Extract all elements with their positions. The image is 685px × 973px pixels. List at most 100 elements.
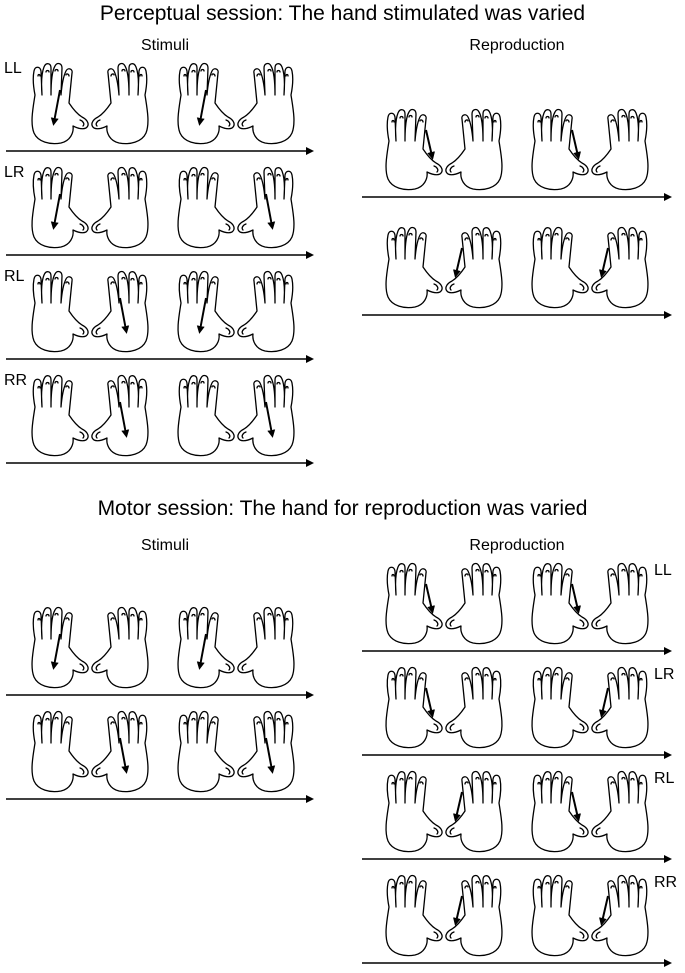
right-hand-icon [92, 608, 148, 688]
perceptual-row-label-rl: RL [4, 268, 25, 285]
stimulation-arrow-icon [119, 297, 130, 334]
right-hand-icon [446, 668, 502, 748]
perceptual-stimuli-row [6, 62, 314, 155]
left-hand-icon [177, 270, 235, 353]
right-hand-icon [92, 272, 148, 352]
motor-stimuli-hand-pair [177, 606, 294, 689]
left-hand-icon [385, 226, 443, 309]
right-hand-icon [592, 876, 648, 956]
left-hand-icon [177, 62, 235, 145]
left-hand-icon [531, 562, 589, 645]
motor-reproduction-hand-pair [385, 770, 502, 853]
motor-reproduction-hand-pair [531, 770, 648, 853]
right-hand-icon [238, 712, 294, 792]
perceptual-reproduction-header: Reproduction [469, 37, 565, 54]
stimulation-arrow-icon [599, 895, 609, 926]
right-hand-icon [238, 64, 294, 144]
left-hand-icon [31, 62, 89, 145]
right-hand-icon [92, 168, 148, 248]
left-hand-icon [531, 108, 589, 191]
motor-row-label-lr: LR [654, 666, 675, 683]
right-hand-icon [238, 608, 294, 688]
perceptual-stimuli-row [6, 270, 314, 363]
right-hand-icon [238, 272, 294, 352]
motor-stimuli-row [6, 710, 314, 803]
left-hand-icon [385, 108, 443, 191]
left-hand-icon [385, 874, 443, 957]
motor-reproduction-hand-pair [385, 562, 502, 645]
right-hand-icon [92, 712, 148, 792]
right-hand-icon [592, 110, 648, 190]
stimulation-arrow-icon [571, 583, 581, 614]
stimulation-arrow-icon [196, 89, 207, 126]
motor-reproduction-hand-pair [385, 874, 502, 957]
left-hand-icon [31, 374, 89, 457]
motor-reproduction-row [362, 666, 672, 759]
stimulation-arrow-icon [425, 129, 435, 160]
right-hand-icon [92, 64, 148, 144]
left-hand-icon [31, 606, 89, 689]
right-hand-icon [592, 564, 648, 644]
motor-stimuli-row [6, 606, 314, 699]
perceptual-stimuli-row [6, 166, 314, 259]
motor-stimuli-header: Stimuli [140, 537, 189, 554]
perceptual-stimuli-hand-pair [177, 270, 294, 353]
stimulation-arrow-icon [50, 633, 61, 670]
motor-reproduction-hand-pair [531, 666, 648, 749]
stimulation-arrow-icon [196, 297, 207, 334]
perceptual-row-label-ll: LL [4, 60, 22, 77]
left-hand-icon [531, 666, 589, 749]
perceptual-stimuli-header: Stimuli [140, 37, 189, 54]
right-hand-icon [592, 772, 648, 852]
stimulation-arrow-icon [599, 247, 609, 278]
right-hand-icon [238, 376, 294, 456]
stimulation-arrow-icon [599, 687, 609, 718]
perceptual-reproduction-hand-pair [385, 226, 502, 309]
right-hand-icon [92, 376, 148, 456]
motor-stimuli-hand-pair [31, 710, 148, 793]
stimulation-arrow-icon [571, 791, 581, 822]
perceptual-stimuli-hand-pair [177, 62, 294, 145]
right-hand-icon [446, 110, 502, 190]
right-hand-icon [238, 168, 294, 248]
right-hand-icon [592, 228, 648, 308]
left-hand-icon [31, 270, 89, 353]
perceptual-reproduction-hand-pair [531, 108, 648, 191]
perceptual-reproduction-hand-pair [385, 108, 502, 191]
stimulation-arrow-icon [265, 193, 276, 230]
motor-row-label-rl: RL [654, 770, 675, 787]
left-hand-icon [31, 166, 89, 249]
motor-reproduction-header: Reproduction [469, 537, 565, 554]
left-hand-icon [177, 606, 235, 689]
motor-reproduction-row [362, 562, 672, 655]
right-hand-icon [592, 668, 648, 748]
motor-stimuli-hand-pair [31, 606, 148, 689]
stimulation-arrow-icon [571, 129, 581, 160]
left-hand-icon [531, 874, 589, 957]
left-hand-icon [177, 710, 235, 793]
left-hand-icon [385, 562, 443, 645]
motor-session-title: Motor session: The hand for reproduction… [97, 497, 588, 520]
motor-reproduction-hand-pair [531, 562, 648, 645]
perceptual-stimuli-hand-pair [31, 374, 148, 457]
perceptual-reproduction-row [362, 108, 672, 201]
stimulation-arrow-icon [425, 583, 435, 614]
stimulation-arrow-icon [50, 89, 61, 126]
perceptual-stimuli-hand-pair [31, 166, 148, 249]
perceptual-stimuli-hand-pair [177, 166, 294, 249]
left-hand-icon [177, 374, 235, 457]
perceptual-row-label-lr: LR [4, 164, 25, 181]
right-hand-icon [446, 772, 502, 852]
perceptual-stimuli-hand-pair [177, 374, 294, 457]
right-hand-icon [446, 228, 502, 308]
stimulation-arrow-icon [265, 401, 276, 438]
left-hand-icon [531, 770, 589, 853]
left-hand-icon [531, 226, 589, 309]
motor-stimuli-hand-pair [177, 710, 294, 793]
motor-reproduction-row [362, 874, 672, 967]
stimulation-arrow-icon [196, 633, 207, 670]
perceptual-reproduction-hand-pair [531, 226, 648, 309]
right-hand-icon [446, 564, 502, 644]
perceptual-stimuli-hand-pair [31, 62, 148, 145]
